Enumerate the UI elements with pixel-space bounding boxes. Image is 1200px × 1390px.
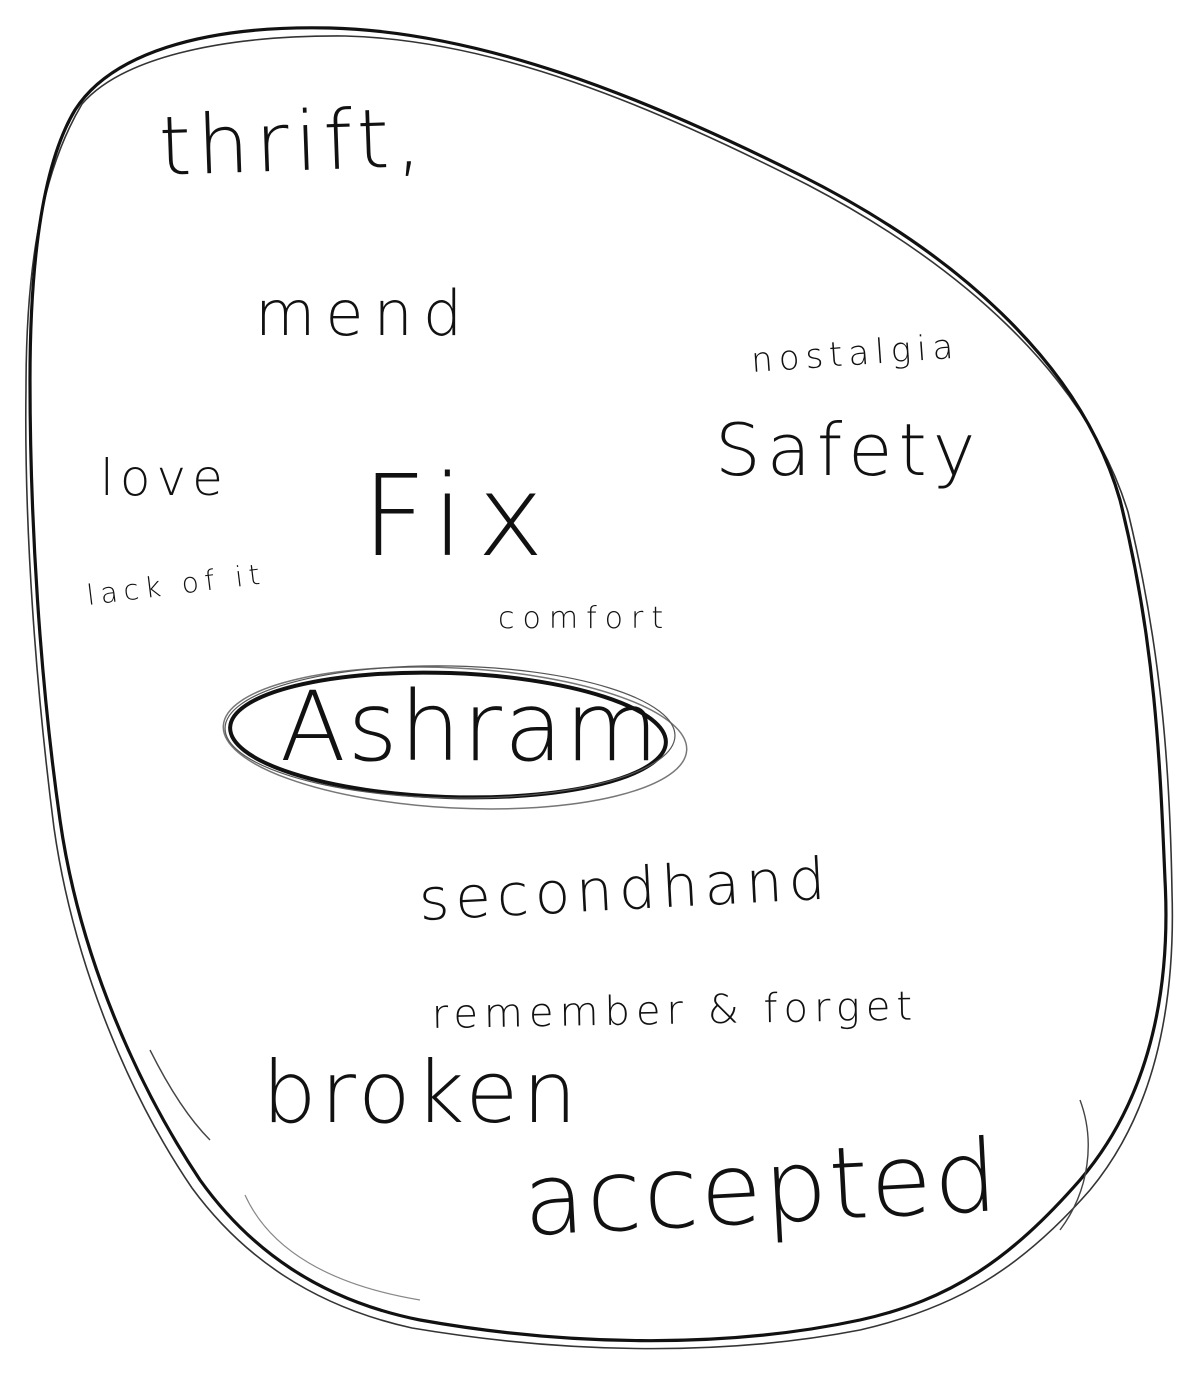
word-nostalgia: nostalgia: [750, 327, 961, 381]
word-accepted: accepted: [520, 1117, 1002, 1259]
word-ashram: Ashram: [280, 671, 660, 783]
extra-sketch-stroke: [149, 1049, 211, 1141]
word-lack-of-it: lack of it: [85, 557, 268, 612]
outer-blob-outline-second-stroke: [24, 35, 1174, 1350]
word-love: love: [100, 449, 229, 507]
outer-blob-outline: [28, 26, 1168, 1343]
word-fix: Fix: [362, 452, 558, 582]
central-ellipse: [228, 670, 668, 800]
extra-sketch-stroke: [1059, 1099, 1089, 1231]
word-safety: Safety: [715, 408, 981, 492]
word-remember-forget: remember & forget: [431, 984, 918, 1038]
word-mend: mend: [255, 277, 472, 350]
word-broken: broken: [262, 1043, 581, 1143]
word-comfort: comfort: [498, 601, 671, 636]
central-ellipse-stroke-3: [224, 665, 676, 799]
central-ellipse-stroke-2: [222, 666, 688, 810]
word-secondhand: secondhand: [417, 844, 833, 934]
word-thrift: thrift,: [157, 91, 428, 195]
extra-sketch-stroke: [244, 1194, 421, 1301]
